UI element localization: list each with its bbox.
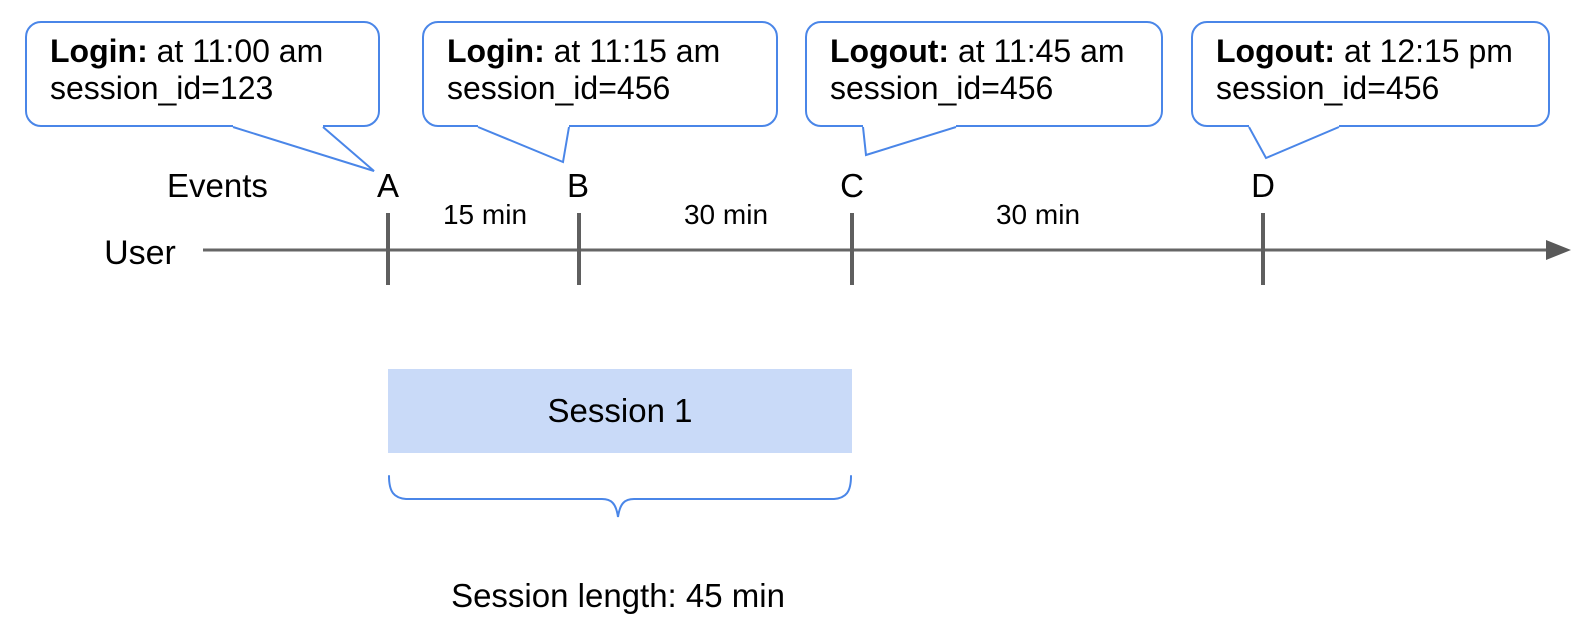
callout-tail-a [232,120,375,172]
user-axis-label: User [104,234,176,272]
tick-label-b: B [566,167,589,204]
event-time: at 11:45 am [957,33,1125,69]
callout-login-a: Login: at 11:00 am session_id=123 [25,21,380,127]
session-1-label: Session 1 [547,392,693,429]
callout-line1: Logout: at 11:45 am [830,33,1161,70]
event-type-label: Logout: [1216,33,1336,69]
event-time: at 11:00 am [156,33,324,69]
session-length-brace [388,475,852,518]
tick-label-c: C [840,167,864,204]
timeline-arrowhead-icon [1546,240,1571,260]
callout-line1: Login: at 11:00 am [50,33,378,70]
event-session-id: session_id=456 [447,70,671,106]
tick-mark-c [850,213,854,285]
event-type-label: Login: [447,33,545,69]
tick-label-a: A [376,167,399,204]
callout-line1: Logout: at 12:15 pm [1216,33,1548,70]
callout-line1: Login: at 11:15 am [447,33,776,70]
event-session-id: session_id=456 [830,70,1054,106]
tick-label-d: D [1251,167,1275,204]
event-session-id: session_id=456 [1216,70,1440,106]
callout-login-b: Login: at 11:15 am session_id=456 [422,21,778,127]
tick-mark-a [386,213,390,285]
interval-label-cd: 30 min [995,199,1081,230]
interval-label-ab: 15 min [442,199,528,230]
event-session-id: session_id=123 [50,70,274,106]
tick-mark-b [577,213,581,285]
event-type-label: Logout: [830,33,950,69]
callout-logout-c: Logout: at 11:45 am session_id=456 [805,21,1163,127]
interval-label-bc: 30 min [683,199,769,230]
event-type-label: Login: [50,33,148,69]
session-1-bar: Session 1 [388,369,852,453]
event-time: at 12:15 pm [1343,33,1513,69]
events-label: Events [167,167,268,204]
tick-mark-d [1261,213,1265,285]
event-time: at 11:15 am [553,33,721,69]
session-length-label: Session length: 45 min [451,577,785,614]
callout-logout-d: Logout: at 12:15 pm session_id=456 [1191,21,1550,127]
